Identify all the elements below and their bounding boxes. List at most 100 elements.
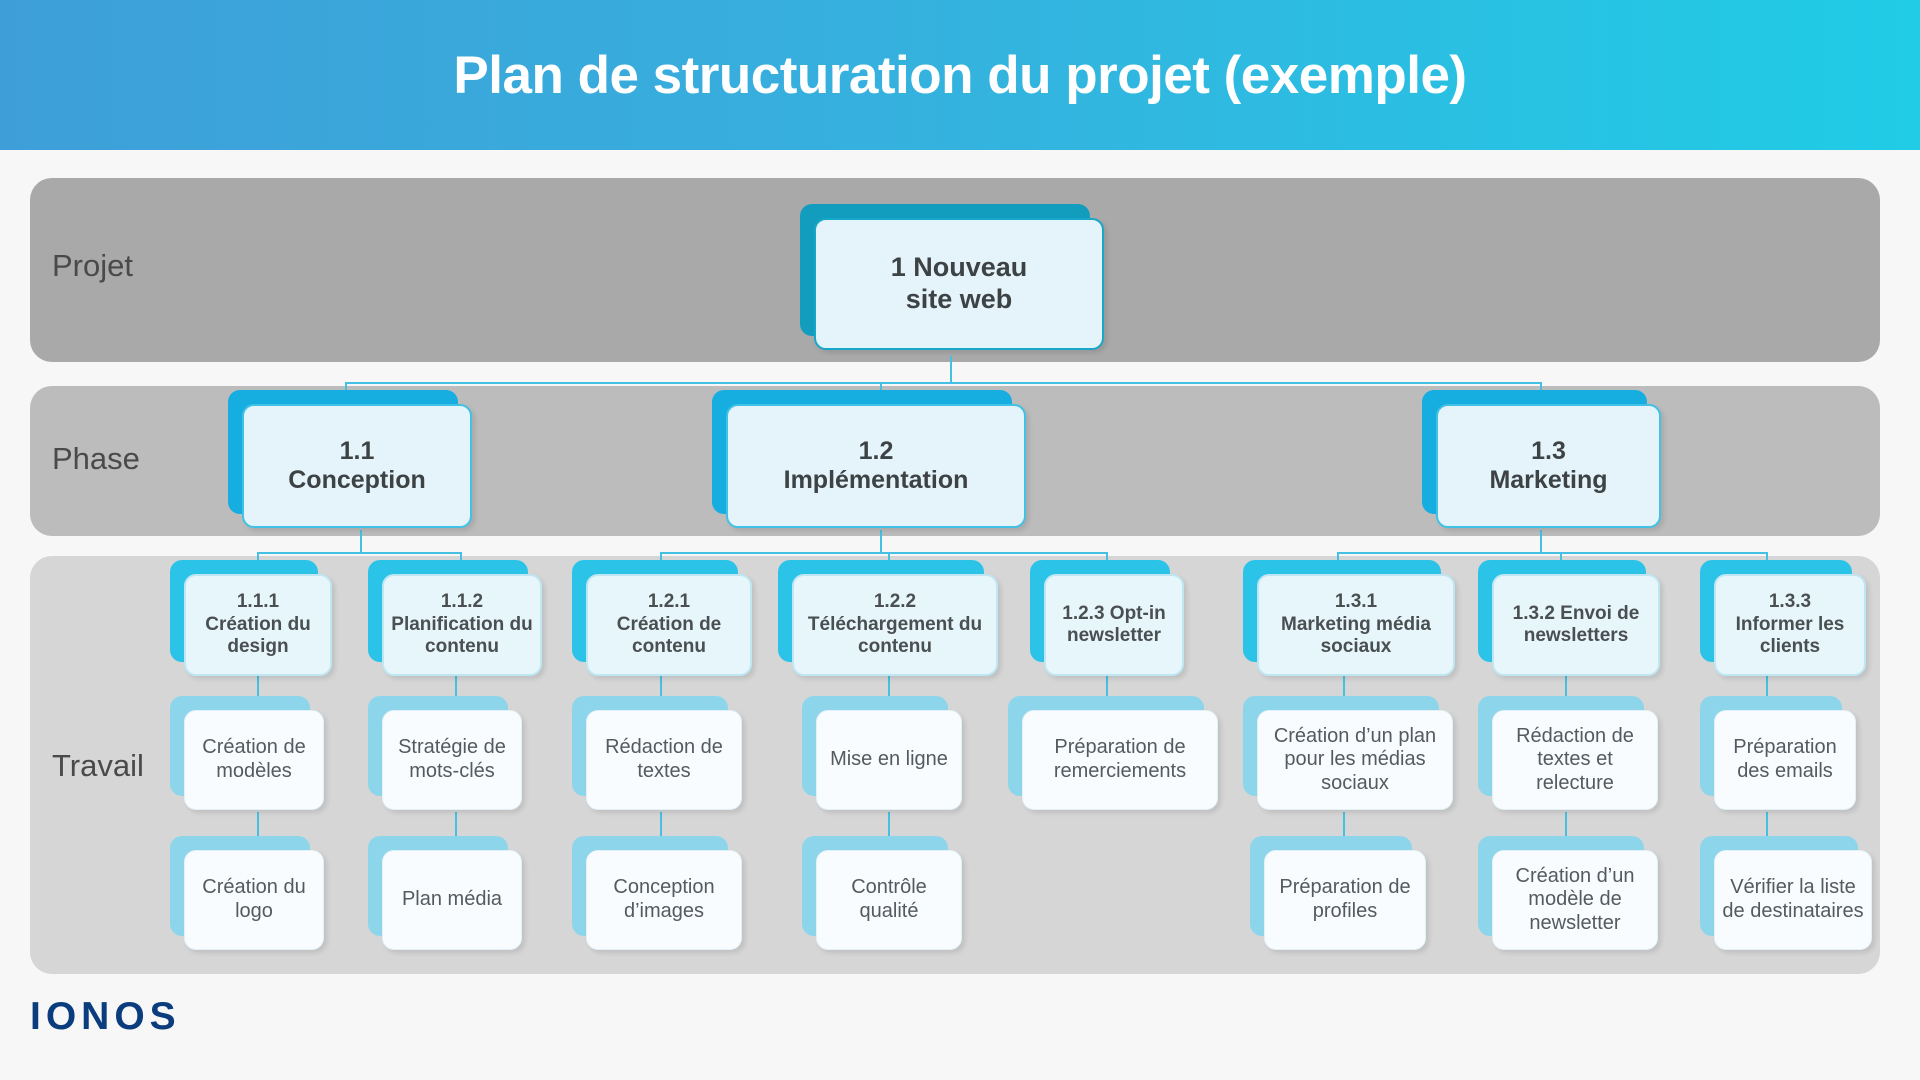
node-body: 1 Nouveau site web bbox=[814, 218, 1104, 350]
page-title: Plan de structuration du projet (exemple… bbox=[453, 45, 1467, 105]
node-body: Préparation des emails bbox=[1714, 710, 1856, 810]
node-body: Rédaction de textes et relecture bbox=[1492, 710, 1658, 810]
node-number: 1.3 bbox=[1531, 436, 1566, 465]
node-work-strategie-mots-cles[interactable]: Stratégie de mots-clés bbox=[368, 696, 522, 810]
node-work-preparation-emails[interactable]: Préparation des emails bbox=[1700, 696, 1856, 810]
node-phase-1-1[interactable]: 1.1 Conception bbox=[228, 390, 472, 528]
node-number: 1.3.3 bbox=[1768, 591, 1812, 613]
node-body: 1.2.1 Création de contenu bbox=[586, 574, 752, 676]
node-body: Contrôle qualité bbox=[816, 850, 962, 950]
node-number: 1.3.1 bbox=[1334, 591, 1378, 613]
node-body: 1.1.1 Création du design bbox=[184, 574, 332, 676]
node-body: Création de modèles bbox=[184, 710, 324, 810]
node-body: Mise en ligne bbox=[816, 710, 962, 810]
node-phase-1-3[interactable]: 1.3 Marketing bbox=[1422, 390, 1661, 528]
connector-wp-1-2-1-work bbox=[660, 672, 662, 696]
node-label-line2: site web bbox=[905, 284, 1013, 314]
node-label: 1.3 Marketing bbox=[1489, 437, 1607, 496]
connector-1-1-stem bbox=[360, 530, 362, 554]
node-number: 1.1.2 bbox=[440, 591, 484, 613]
node-wp-1-3-3[interactable]: 1.3.3 Informer les clients bbox=[1700, 560, 1866, 676]
node-number: 1.2 bbox=[858, 436, 894, 465]
node-body: Création d’un modèle de newsletter bbox=[1492, 850, 1658, 950]
node-work-plan-media[interactable]: Plan média bbox=[368, 836, 522, 950]
node-work-redaction-textes[interactable]: Rédaction de textes bbox=[572, 696, 742, 810]
connector-work-col8-row2 bbox=[1766, 812, 1768, 836]
node-title: Création de contenu bbox=[616, 613, 722, 658]
node-number: 1.2.1 bbox=[647, 591, 691, 613]
node-wp-1-3-1[interactable]: 1.3.1 Marketing média sociaux bbox=[1243, 560, 1455, 676]
node-body: Création d’un plan pour les médias socia… bbox=[1257, 710, 1453, 810]
node-label: 1.2.1 Création de contenu bbox=[595, 591, 743, 658]
node-wp-1-1-1[interactable]: 1.1.1 Création du design bbox=[170, 560, 332, 676]
node-work-preparation-profiles[interactable]: Préparation de profiles bbox=[1250, 836, 1426, 950]
node-body: Préparation de profiles bbox=[1264, 850, 1426, 950]
node-work-preparation-remerciements[interactable]: Préparation de remerciements bbox=[1008, 696, 1218, 810]
node-work-controle-qualite[interactable]: Contrôle qualité bbox=[802, 836, 962, 950]
node-body: Rédaction de textes bbox=[586, 710, 742, 810]
connector-1-2-stem bbox=[880, 530, 882, 554]
node-work-conception-images[interactable]: Conception d’images bbox=[572, 836, 742, 950]
node-title: Implémentation bbox=[783, 466, 969, 494]
node-label: 1.1.1 Création du design bbox=[193, 591, 323, 658]
node-phase-1-2[interactable]: 1.2 Implémentation bbox=[712, 390, 1026, 528]
node-work-creation-logo[interactable]: Création du logo bbox=[170, 836, 324, 950]
connector-work-col6-row2 bbox=[1343, 812, 1345, 836]
connector-project-stem bbox=[950, 356, 952, 384]
header-banner: Plan de structuration du projet (exemple… bbox=[0, 0, 1920, 150]
node-label: 1.2.3 Opt-in newsletter bbox=[1053, 603, 1175, 648]
node-label: 1.1.2 Planification du contenu bbox=[391, 591, 533, 658]
node-wp-1-3-2[interactable]: 1.3.2 Envoi de newsletters bbox=[1478, 560, 1660, 676]
node-number: 1.3.2 bbox=[1512, 602, 1555, 624]
node-title: Envoi de newsletters bbox=[1523, 602, 1640, 646]
node-number: 1.1.1 bbox=[236, 591, 280, 613]
connector-wp-1-2-2-work bbox=[888, 672, 890, 696]
node-work-creation-modeles[interactable]: Création de modèles bbox=[170, 696, 324, 810]
node-work-plan-medias-sociaux[interactable]: Création d’un plan pour les médias socia… bbox=[1243, 696, 1453, 810]
connector-1-1-bus bbox=[257, 552, 462, 554]
connector-1-3-bus bbox=[1337, 552, 1767, 554]
connector-work-col4-row2 bbox=[888, 812, 890, 836]
node-label: 1.3.1 Marketing média sociaux bbox=[1266, 591, 1446, 658]
node-body: Préparation de remerciements bbox=[1022, 710, 1218, 810]
node-wp-1-1-2[interactable]: 1.1.2 Planification du contenu bbox=[368, 560, 542, 676]
connector-wp-1-1-2-work bbox=[455, 672, 457, 696]
node-body: 1.3 Marketing bbox=[1436, 404, 1661, 528]
node-body: 1.1 Conception bbox=[242, 404, 472, 528]
node-label: 1.2 Implémentation bbox=[784, 437, 969, 496]
node-body: 1.3.1 Marketing média sociaux bbox=[1257, 574, 1455, 676]
node-label: 1 Nouveau site web bbox=[891, 252, 1028, 316]
node-wp-1-2-3[interactable]: 1.2.3 Opt-in newsletter bbox=[1030, 560, 1184, 676]
node-body: Plan média bbox=[382, 850, 522, 950]
row-label-projet: Projet bbox=[52, 248, 133, 283]
node-body: Création du logo bbox=[184, 850, 324, 950]
node-number: 1.2.2 bbox=[873, 591, 917, 613]
node-body: Conception d’images bbox=[586, 850, 742, 950]
node-wp-1-2-2[interactable]: 1.2.2 Téléchargement du contenu bbox=[778, 560, 998, 676]
node-title: Création du design bbox=[205, 613, 311, 658]
row-label-phase: Phase bbox=[52, 441, 140, 476]
node-title: Opt-in newsletter bbox=[1067, 602, 1166, 646]
connector-work-col1-row2 bbox=[257, 812, 259, 836]
node-body: Vérifier la liste de destinataires bbox=[1714, 850, 1872, 950]
node-wp-1-2-1[interactable]: 1.2.1 Création de contenu bbox=[572, 560, 752, 676]
node-title: Marketing média sociaux bbox=[1281, 613, 1431, 658]
node-work-mise-en-ligne[interactable]: Mise en ligne bbox=[802, 696, 962, 810]
connector-wp-1-3-1-work bbox=[1343, 672, 1345, 696]
connector-1-2-bus bbox=[660, 552, 1107, 554]
node-project-1[interactable]: 1 Nouveau site web bbox=[800, 204, 1104, 350]
node-title: Conception bbox=[288, 466, 426, 494]
node-work-verifier-destinataires[interactable]: Vérifier la liste de destinataires bbox=[1700, 836, 1872, 950]
node-label-line1: 1 Nouveau bbox=[890, 252, 1028, 283]
ionos-logo: IONOS bbox=[30, 995, 181, 1038]
node-number: 1.1 bbox=[339, 436, 375, 465]
connector-wp-1-3-3-work bbox=[1766, 672, 1768, 696]
node-body: 1.2.2 Téléchargement du contenu bbox=[792, 574, 998, 676]
node-work-redaction-relecture[interactable]: Rédaction de textes et relecture bbox=[1478, 696, 1658, 810]
node-body: 1.2.3 Opt-in newsletter bbox=[1044, 574, 1184, 676]
node-body: 1.2 Implémentation bbox=[726, 404, 1026, 528]
node-work-modele-newsletter[interactable]: Création d’un modèle de newsletter bbox=[1478, 836, 1658, 950]
connector-work-col7-row2 bbox=[1565, 812, 1567, 836]
row-label-travail: Travail bbox=[52, 748, 144, 783]
